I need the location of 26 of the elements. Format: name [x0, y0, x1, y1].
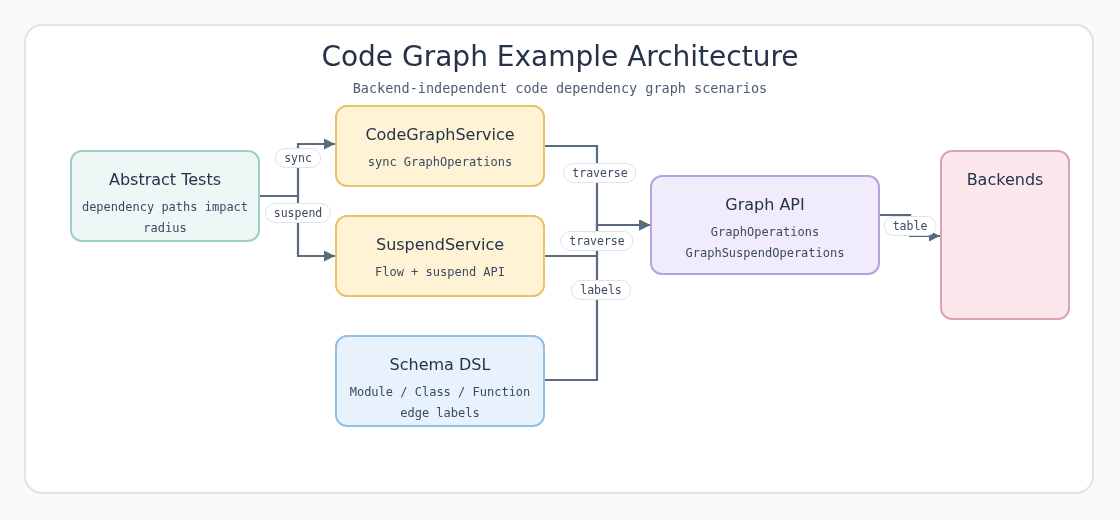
edge-label: traverse [560, 231, 634, 251]
box-description: GraphOperations GraphSuspendOperations [684, 224, 846, 262]
box-title: Abstract Tests [108, 170, 222, 189]
box-title: CodeGraphService [365, 125, 515, 144]
box-description: dependency paths impact radius [80, 199, 250, 237]
box-description: sync GraphOperations [366, 154, 514, 171]
diagram-title: Code Graph Example Architecture [321, 40, 799, 73]
box-title: SuspendService [375, 235, 505, 254]
component-box [335, 335, 545, 427]
edge-label: suspend [264, 203, 332, 223]
box-title: Schema DSL [389, 355, 491, 374]
edge-label: labels [571, 280, 631, 300]
edge-label: table [883, 216, 937, 236]
component-box [70, 150, 260, 242]
box-title: Graph API [725, 195, 805, 214]
component-box [335, 105, 545, 187]
box-title: Backends [966, 170, 1044, 189]
edge-label: sync [275, 148, 321, 168]
component-box [335, 215, 545, 297]
component-box [650, 175, 880, 275]
edge-label: traverse [563, 163, 637, 183]
box-description: Flow + suspend API [373, 264, 506, 281]
diagram-subtitle: Backend-independent code dependency graph scenarios [352, 80, 768, 96]
component-box [940, 150, 1070, 320]
arrow [545, 219, 650, 382]
box-description: Module / Class / Function edge labels [348, 384, 532, 422]
